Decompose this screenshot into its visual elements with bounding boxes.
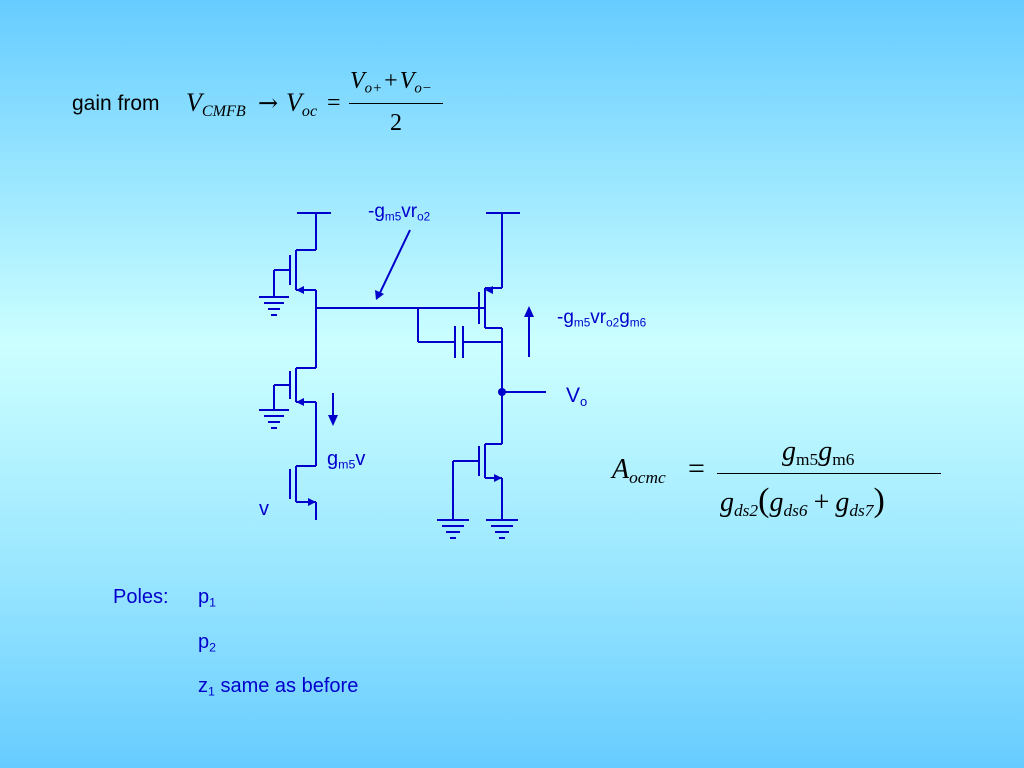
label-part: m5 (384, 210, 402, 224)
plus-sign: + (384, 68, 398, 94)
vcmfb-symbol: VCMFB (186, 88, 246, 121)
vcmfb-var: V (186, 88, 202, 117)
label-part: z (198, 675, 208, 697)
label-part: m5 (573, 316, 591, 330)
gds2-var: g (720, 487, 734, 518)
arrowhead (524, 306, 534, 317)
arrow-symbol: → (258, 89, 279, 117)
ground-symbol (259, 409, 289, 429)
numerator: gm5gm6 (782, 436, 854, 470)
aocmc-sub: ocmc (629, 468, 666, 488)
vom-sub: o− (414, 80, 432, 97)
gds7-var: g (835, 487, 850, 518)
label-part: same as before (220, 675, 359, 697)
aocmc-symbol: Aocmc (612, 454, 666, 488)
compensation-capacitor (454, 326, 464, 358)
label-part: p (198, 586, 210, 608)
label-part: v (355, 448, 366, 470)
label-part: p (198, 631, 210, 653)
poles-heading: Poles: (113, 586, 169, 608)
label-part: vr (590, 307, 607, 328)
label-part: m6 (629, 316, 647, 330)
numerator: Vo++Vo− (350, 68, 432, 97)
voc-symbol: Voc (286, 88, 317, 121)
label-part: o2 (417, 210, 431, 224)
fraction-bar (349, 103, 443, 104)
denominator: 2 (390, 110, 402, 136)
label-part: -g (557, 307, 574, 328)
vom-var: V (399, 68, 415, 94)
gds6-var: g (769, 487, 784, 518)
label-part: 1 (208, 684, 215, 699)
label-part: o (580, 393, 588, 409)
voc-sub: oc (301, 102, 318, 120)
gain-prefix: gain from (72, 92, 160, 115)
equals-sign: = (688, 452, 705, 485)
label-part: vr (401, 201, 418, 222)
voc-var: V (286, 88, 302, 117)
ground-symbol (486, 519, 518, 539)
nmos-transistor-m7 (478, 443, 502, 482)
vcmfb-sub: CMFB (201, 102, 246, 120)
gm6-var: g (818, 436, 833, 467)
input-transistor-m5 (289, 465, 316, 506)
aocmc-var: A (612, 454, 630, 485)
fraction-bar (717, 473, 941, 474)
denominator: gds2(gds6+gds7) (720, 482, 885, 521)
gds6-sub: ds6 (783, 501, 808, 521)
vop-sub: o+ (364, 80, 383, 97)
label-part: g (619, 307, 630, 328)
pole-p1: p1 (198, 586, 216, 610)
gds7-sub: ds7 (849, 501, 874, 521)
zero-z1: z1 same as before (198, 675, 358, 699)
equals-sign: = (327, 90, 341, 116)
label-output-gain: -gm5vro2gm6 (557, 307, 646, 330)
label-node-gain: -gm5vro2 (368, 201, 430, 224)
gm5-sub: m5 (796, 450, 819, 470)
gm6-sub: m6 (832, 450, 855, 470)
pmos-transistor-m5-load (274, 249, 316, 294)
cascode-transistor (274, 367, 316, 406)
ground-symbol (259, 296, 289, 316)
label-input-v: v (259, 498, 269, 520)
label-part: g (327, 448, 339, 470)
label-part: o2 (606, 316, 620, 330)
arrowhead (328, 415, 338, 426)
gm5-var: g (782, 436, 796, 467)
paren-open: ( (758, 482, 770, 519)
gds2-sub: ds2 (734, 501, 759, 521)
pole-p2: p2 (198, 631, 216, 655)
paren-close: ) (873, 482, 885, 519)
arrowhead (375, 290, 384, 300)
label-gm5v: gm5v (327, 448, 365, 472)
annotation-arrow-node (377, 229, 411, 298)
vop-var: V (350, 68, 365, 94)
plus-sign: + (813, 487, 830, 518)
label-part: m5 (338, 457, 356, 472)
label-part: -g (368, 201, 385, 222)
label-part: 2 (209, 640, 217, 655)
label-part: 1 (209, 595, 217, 610)
label-part: V (566, 384, 581, 407)
ground-symbol (437, 519, 469, 539)
label-vo: Vo (566, 384, 587, 409)
